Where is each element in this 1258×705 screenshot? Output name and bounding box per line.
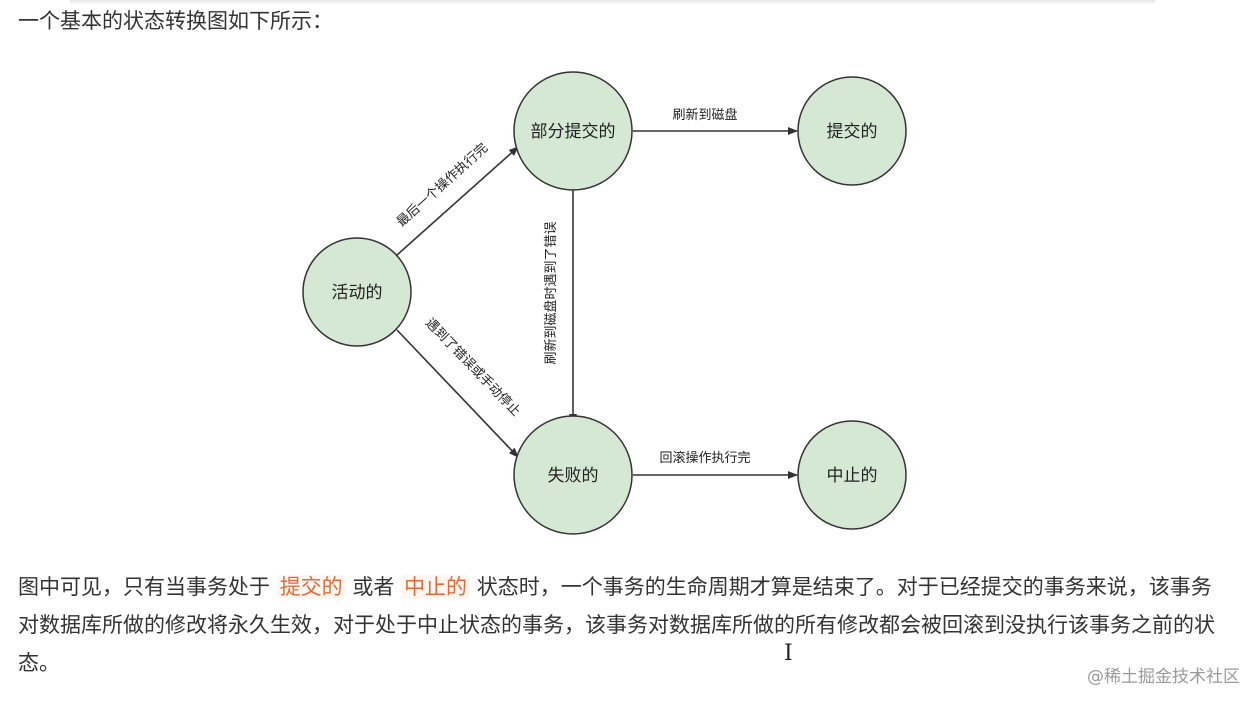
para-text-3: 状态时，一个事务的生命周期才算是结束了。对于已经提交的事务来说，该事务对数据库所… [18, 575, 1215, 675]
para-text-1: 图中可见，只有当事务处于 [18, 575, 270, 599]
text-cursor-icon: I [784, 641, 793, 666]
edge-label-partial-to-failed: 刷新到磁盘时遇到了错误 [543, 221, 559, 364]
node-failed-label: 失败的 [548, 466, 599, 486]
node-aborted: 中止的 [797, 420, 907, 530]
inline-code-committed: 提交的 [276, 575, 346, 599]
node-active-label: 活动的 [332, 283, 383, 303]
node-committed-label: 提交的 [827, 122, 878, 142]
inline-code-aborted: 中止的 [401, 575, 471, 599]
edge-label-active-to-failed: 遇到了错误或手动停止 [422, 315, 524, 420]
edge-label-failed-to-aborted: 回滚操作执行完 [659, 450, 750, 466]
node-failed: 失败的 [513, 415, 633, 535]
top-shadow [70, 0, 1155, 5]
intro-text: 一个基本的状态转换图如下所示： [18, 9, 333, 33]
node-active: 活动的 [302, 237, 412, 347]
edge-label-partial-to-committed: 刷新到磁盘 [672, 107, 737, 123]
para-text-2: 或者 [352, 575, 395, 599]
watermark: @稀土掘金技术社区 [1087, 667, 1240, 687]
node-aborted-label: 中止的 [827, 466, 878, 486]
node-partially-committed: 部分提交的 [513, 71, 633, 191]
edge-active-to-partial [396, 146, 519, 256]
edge-active-to-failed [396, 329, 519, 458]
node-partially-committed-label: 部分提交的 [531, 122, 616, 142]
node-committed: 提交的 [797, 76, 907, 186]
body-paragraph: 图中可见，只有当事务处于 提交的 或者 中止的 状态时，一个事务的生命周期才算是… [18, 568, 1218, 682]
